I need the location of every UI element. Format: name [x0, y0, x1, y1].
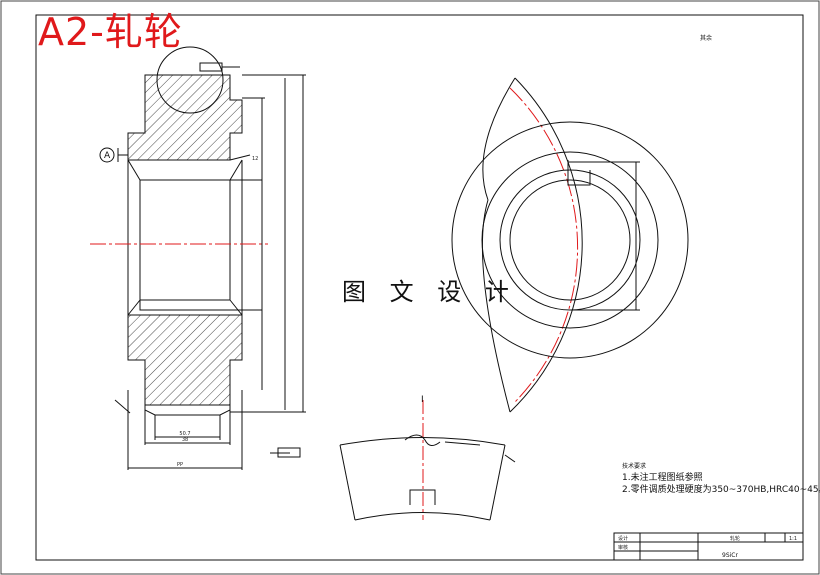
keyway	[567, 170, 591, 186]
section-view	[90, 46, 306, 470]
outer-sector-arc	[509, 77, 583, 413]
title-block-row1: 设计	[618, 535, 628, 542]
detail-circle	[156, 46, 224, 114]
dim-inner-width: 38	[182, 437, 188, 443]
title-block	[613, 532, 804, 561]
inner-sector-left	[481, 199, 511, 413]
dim-chamfer: 12	[252, 156, 258, 162]
watermark-text: 图 文 设 计	[342, 278, 517, 306]
roughness-note: 其余	[700, 34, 712, 42]
red-pitch-arc	[509, 87, 579, 403]
bottom-groove	[144, 405, 231, 416]
detail-inner-arc	[354, 512, 491, 521]
datum-circle	[99, 147, 115, 163]
hub-outer-circle	[451, 121, 689, 359]
tech-line-1: 1.未注工程图纸参照	[622, 471, 703, 483]
bore-inner-circle	[509, 179, 631, 301]
tech-line-2: 2.零件调质处理硬度为350~370HB,HRC40~45。	[622, 483, 820, 495]
title-block-material: 9SiCr	[722, 552, 738, 559]
hub-ring-circle	[481, 151, 659, 329]
title-block-row2: 审核	[618, 544, 628, 551]
dim-inner-width2: 50.7	[179, 431, 190, 437]
bore-rect	[139, 179, 263, 311]
title-block-name: 轧轮	[730, 535, 740, 542]
inner-border	[35, 14, 804, 561]
drawing-title: A2-轧轮	[38, 10, 183, 54]
dim-bottom-width: PP	[177, 462, 183, 468]
outer-sector-left	[482, 77, 516, 201]
upper-flange-section	[127, 74, 243, 161]
end-view	[451, 77, 689, 413]
tech-heading: 技术要求	[622, 462, 646, 470]
datum-label: A	[104, 151, 111, 161]
section-label: I	[421, 395, 424, 405]
detail-groove	[409, 489, 436, 505]
detail-i-view	[339, 400, 516, 521]
lower-flange-section	[127, 314, 243, 406]
title-block-scale: 1:1	[789, 536, 797, 542]
bore-outline	[127, 159, 243, 316]
